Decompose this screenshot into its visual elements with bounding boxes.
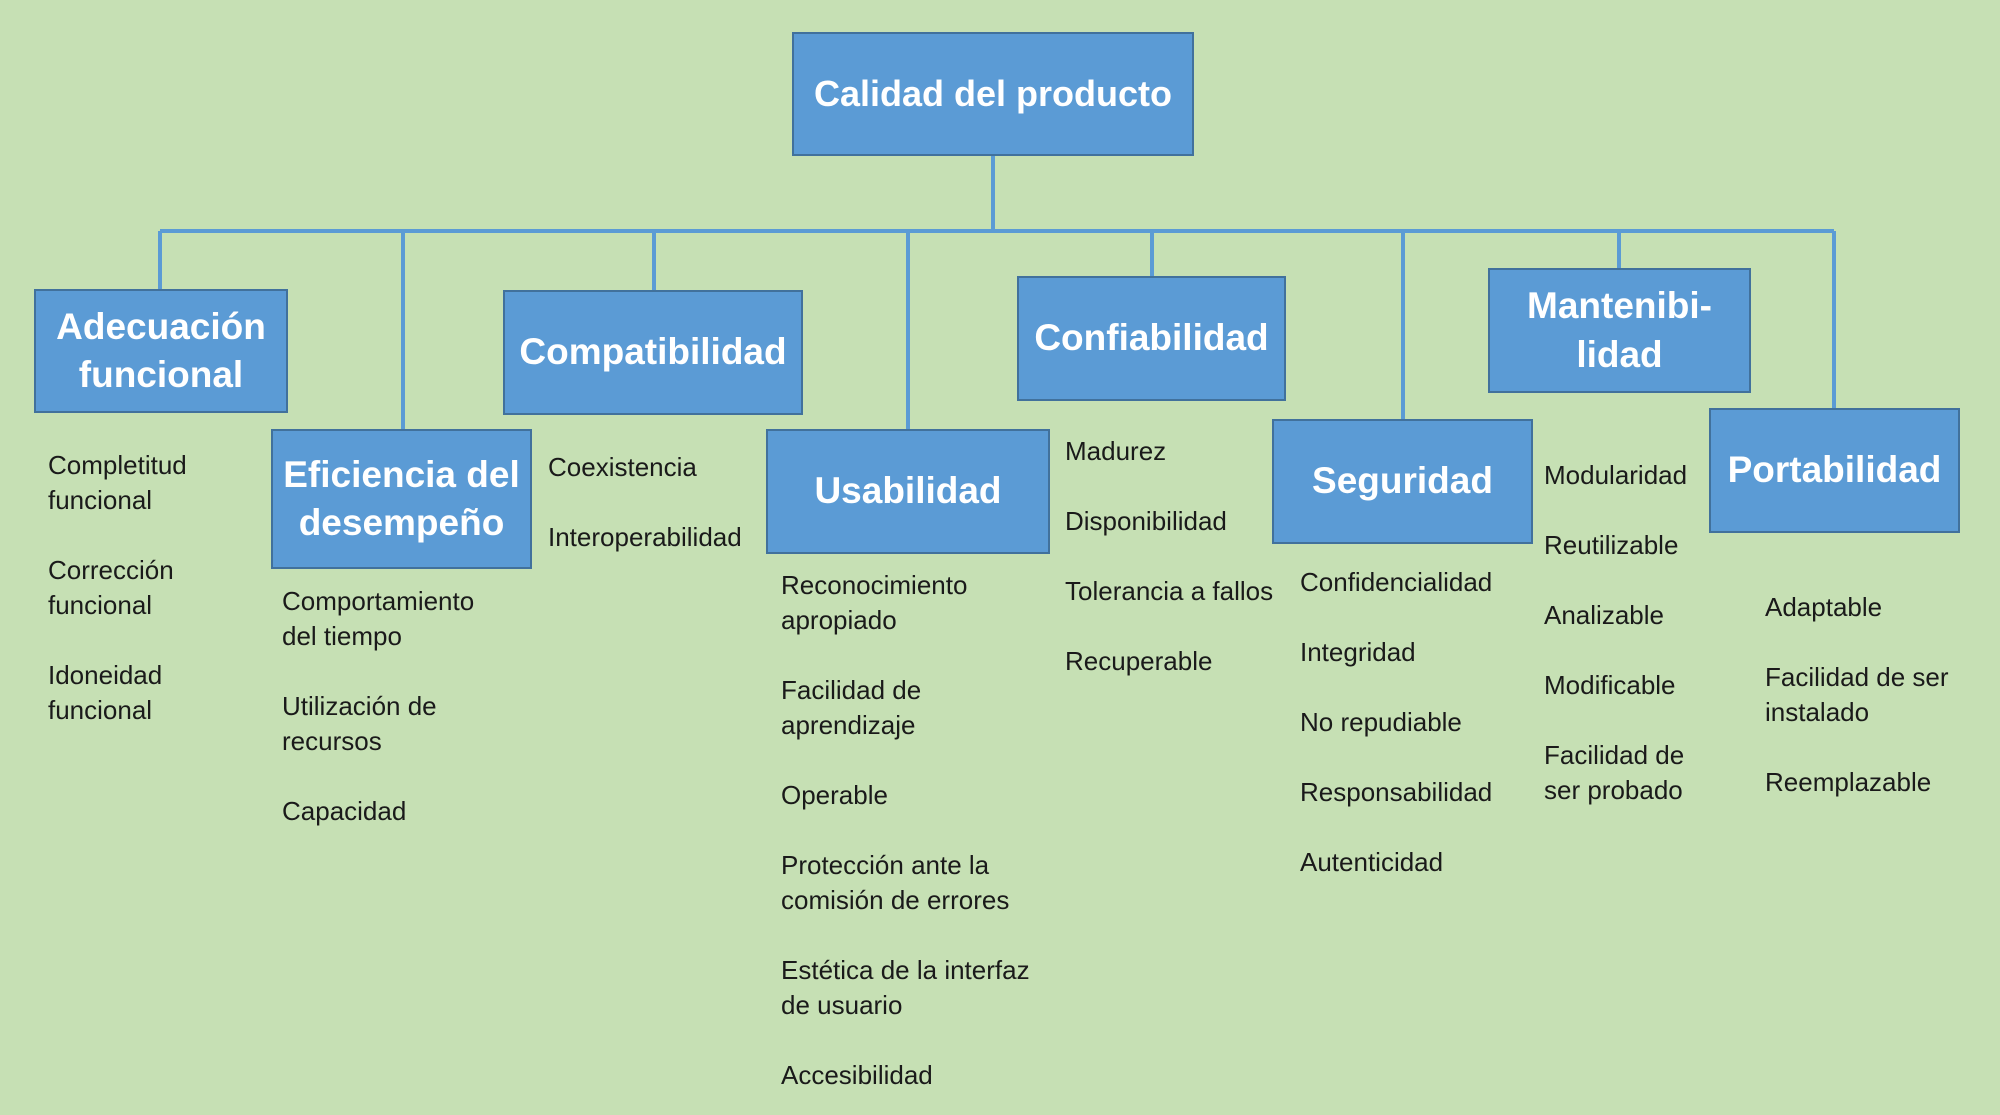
category-label: Mantenibi-lidad xyxy=(1527,285,1712,375)
category-box: Mantenibi-lidad xyxy=(1488,268,1751,393)
category-box: Seguridad xyxy=(1272,419,1533,544)
root-node-box: Calidad del producto xyxy=(792,32,1194,156)
characteristic-item: Madurez xyxy=(1065,436,1167,466)
characteristic-item: Responsabilidad xyxy=(1300,777,1493,807)
category-box: Confiabilidad xyxy=(1017,276,1286,401)
characteristic-item: Analizable xyxy=(1544,600,1664,630)
characteristic-item: Autenticidad xyxy=(1300,847,1444,877)
characteristic-item: Modificable xyxy=(1544,670,1676,700)
characteristic-item: Accesibilidad xyxy=(781,1060,933,1090)
characteristic-item: Modularidad xyxy=(1544,460,1688,490)
characteristic-item: Reemplazable xyxy=(1765,767,1932,797)
characteristic-item: Confidencialidad xyxy=(1300,567,1493,597)
characteristic-item: Coexistencia xyxy=(548,452,697,482)
characteristic-item: Integridad xyxy=(1300,637,1416,667)
category-box: Compatibilidad xyxy=(503,290,803,415)
characteristic-item: Reutilizable xyxy=(1544,530,1679,560)
category-label: Seguridad xyxy=(1312,460,1493,502)
characteristic-item: Recuperable xyxy=(1065,646,1213,676)
characteristic-item: Disponibilidad xyxy=(1065,506,1227,536)
characteristic-item: Interoperabilidad xyxy=(548,522,742,552)
characteristic-item: Tolerancia a fallos xyxy=(1065,576,1274,606)
category-box: Usabilidad xyxy=(766,429,1050,554)
characteristic-item: Capacidad xyxy=(282,796,407,826)
category-box: Portabilidad xyxy=(1709,408,1960,533)
category-label: Usabilidad xyxy=(814,470,1002,512)
characteristic-item: No repudiable xyxy=(1300,707,1462,737)
root-node-label: Calidad del producto xyxy=(813,72,1172,114)
category-label: Confiabilidad xyxy=(1034,317,1269,359)
characteristic-item: Adaptable xyxy=(1765,592,1883,622)
characteristic-item: Operable xyxy=(781,780,888,810)
category-label: Portabilidad xyxy=(1727,449,1942,491)
category-label: Compatibilidad xyxy=(519,331,787,373)
